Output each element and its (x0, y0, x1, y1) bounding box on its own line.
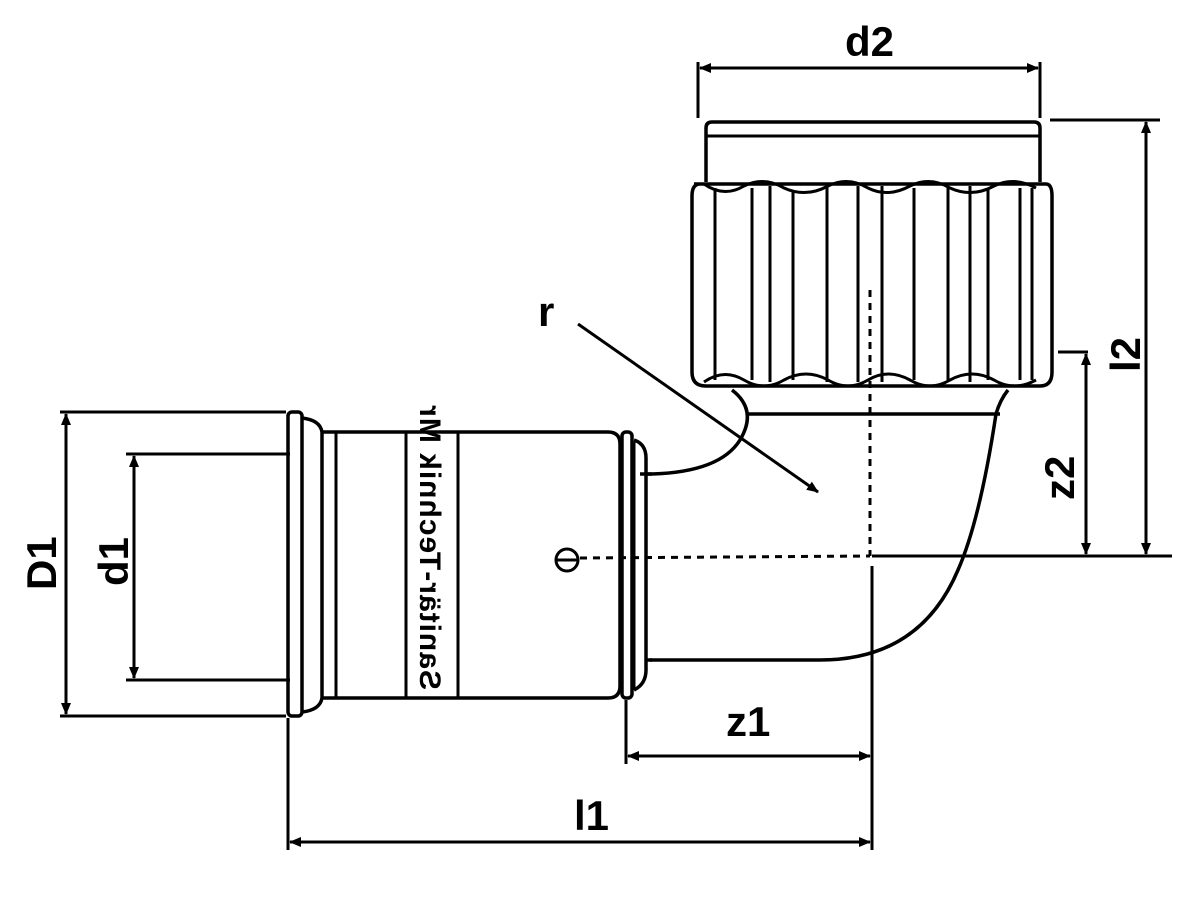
dimension-d2: d2 (696, 18, 1042, 118)
label-D1: D1 (18, 536, 65, 590)
label-d1: d1 (90, 537, 137, 586)
dimension-l2: l2 (872, 118, 1172, 558)
radius-leader: r (538, 288, 819, 494)
label-z2: z2 (1036, 456, 1083, 500)
dimension-z2: z2 (1036, 350, 1091, 555)
union-nut (690, 120, 1054, 388)
centre-lines (554, 290, 872, 573)
dimension-d1: d1 (90, 452, 290, 682)
dimension-l1: l1 (286, 718, 871, 850)
label-r: r (538, 288, 554, 335)
label-d2: d2 (845, 18, 894, 65)
label-l1: l1 (574, 792, 609, 839)
press-sleeve (286, 410, 652, 718)
dimension-z1: z1 (624, 566, 874, 850)
dimension-D1: D1 (18, 410, 286, 718)
label-l2: l2 (1102, 337, 1149, 372)
brand-print: Sanitär-Technik Mr (413, 404, 446, 690)
label-z1: z1 (726, 698, 770, 745)
elbow-body (640, 388, 1010, 662)
